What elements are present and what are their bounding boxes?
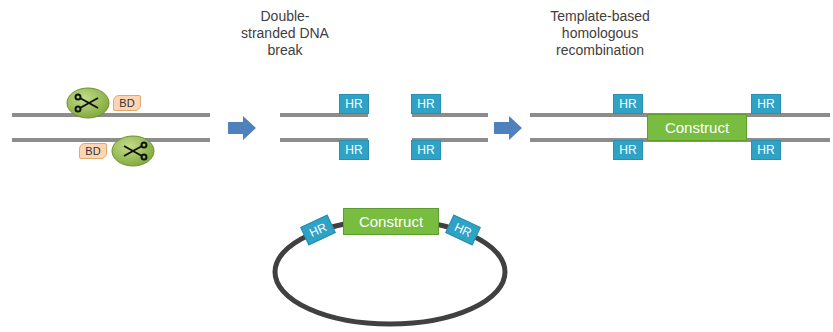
- box-label: BD: [119, 97, 134, 109]
- scissors-icon: [124, 143, 147, 160]
- construct-box: Construct: [343, 208, 439, 235]
- box-label: HR: [307, 220, 329, 240]
- box-label: HR: [619, 97, 636, 111]
- box-label: Construct: [665, 119, 729, 136]
- nuclease-enzymes: [67, 88, 154, 166]
- box-label: HR: [345, 143, 362, 157]
- box-label: BD: [85, 145, 100, 157]
- homology-arm-box: HR: [300, 215, 336, 246]
- homology-arm-box: HR: [751, 140, 781, 160]
- homology-arm-box: HR: [411, 94, 441, 114]
- box-label: Construct: [359, 213, 423, 230]
- homology-arm-box: HR: [751, 94, 781, 114]
- step-label: Template-based homologous recombination: [540, 8, 660, 58]
- homology-arm-box: HR: [339, 94, 369, 114]
- construct-box: Construct: [647, 114, 747, 141]
- homology-arm-box: HR: [445, 215, 481, 246]
- box-label: HR: [619, 143, 636, 157]
- box-label: HR: [757, 143, 774, 157]
- scissors-icon: [76, 95, 99, 112]
- step-label: Double-stranded DNA break: [235, 8, 335, 58]
- homology-arm-box: HR: [339, 140, 369, 160]
- homology-arm-box: HR: [613, 94, 643, 114]
- homology-arm-box: HR: [411, 140, 441, 160]
- binding-domain-tag: BD: [113, 95, 141, 111]
- binding-domain-tag: BD: [79, 143, 107, 159]
- box-label: HR: [417, 97, 434, 111]
- box-label: HR: [452, 220, 474, 240]
- process-arrows: [228, 116, 522, 140]
- box-label: HR: [757, 97, 774, 111]
- homology-arm-box: HR: [613, 140, 643, 160]
- box-label: HR: [417, 143, 434, 157]
- box-label: HR: [345, 97, 362, 111]
